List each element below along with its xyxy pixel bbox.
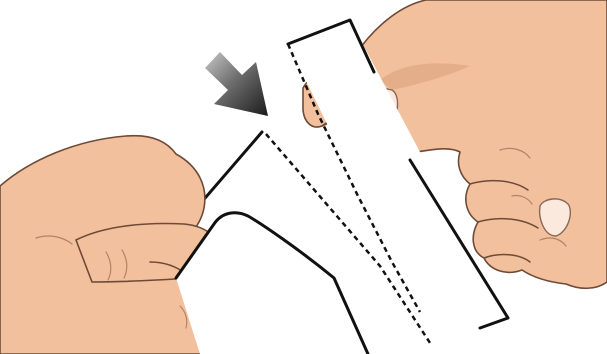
arrow-down-right-icon	[205, 52, 268, 116]
